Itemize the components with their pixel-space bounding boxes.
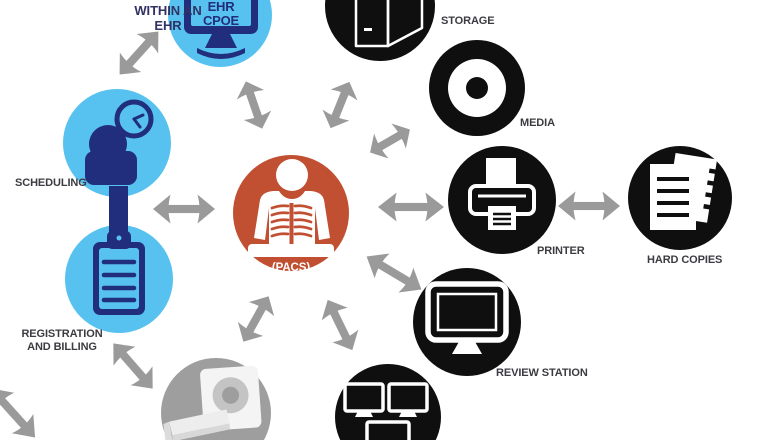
arrow-pacs-storage bbox=[317, 76, 363, 134]
arrow-pacs-workstations bbox=[314, 293, 366, 357]
arrow-pacs-media bbox=[362, 116, 418, 166]
arrow-pacs-scanner bbox=[230, 289, 282, 349]
optical-disc-icon bbox=[448, 59, 506, 117]
ehr-node-label: WITHIN AN EHR bbox=[134, 3, 202, 33]
person-clock-icon bbox=[85, 99, 154, 185]
arrow-partial-corner bbox=[0, 378, 46, 440]
scheduling-label: SCHEDULING bbox=[15, 177, 87, 189]
clipboard-icon bbox=[93, 231, 145, 315]
chest-xray-icon bbox=[248, 159, 334, 257]
multi-monitor-icon bbox=[343, 382, 429, 440]
disc-center-dot bbox=[466, 77, 488, 99]
ct-scanner-icon bbox=[163, 365, 262, 440]
registration-label: REGISTRATION AND BILLING bbox=[21, 328, 103, 353]
pacs-hub-label: IMAGING (PACS) bbox=[266, 248, 316, 274]
media-label: MEDIA bbox=[520, 117, 555, 129]
monitor-screen-icon bbox=[425, 281, 509, 354]
printer-label: PRINTER bbox=[537, 245, 585, 257]
arrow-printer-hardcopies bbox=[558, 191, 620, 221]
arrow-pacs-review bbox=[359, 244, 429, 302]
ehr-screen-text: EHR CPOE bbox=[202, 0, 240, 28]
review-station-label: REVIEW STATION bbox=[496, 367, 588, 379]
node-media bbox=[429, 40, 525, 136]
scheduling-registration-connector bbox=[109, 186, 128, 243]
arrow-pacs-printer bbox=[378, 192, 444, 222]
monitor-icon bbox=[184, 0, 258, 59]
hard-copies-label: HARD COPIES bbox=[647, 254, 723, 266]
arrow-ehr-pacs bbox=[232, 76, 276, 134]
arrow-scheduling-pacs bbox=[153, 194, 215, 224]
printer-icon bbox=[468, 158, 536, 230]
server-tower-icon bbox=[354, 0, 424, 48]
storage-label: STORAGE bbox=[441, 15, 495, 27]
documents-icon bbox=[650, 152, 718, 230]
